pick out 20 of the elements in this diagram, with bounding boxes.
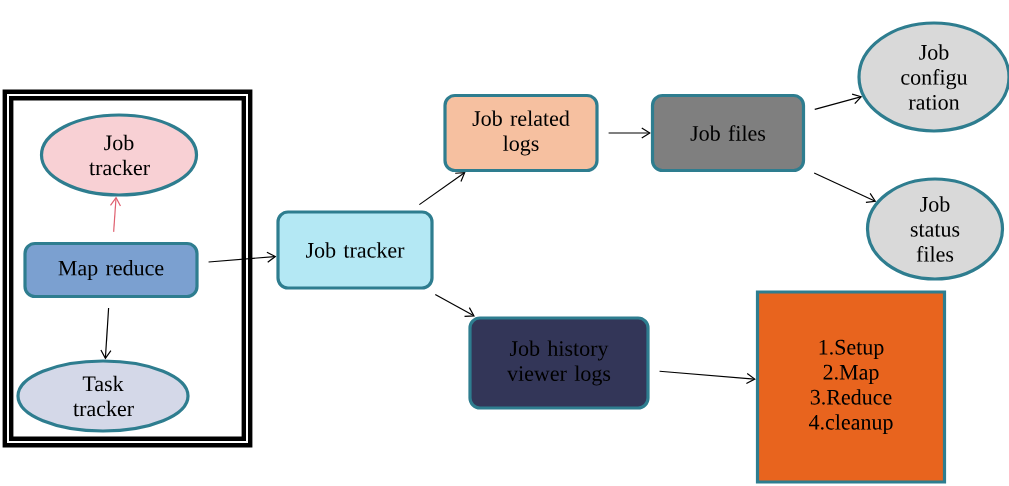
list-box: 1.Setup 2.Map 3.Reduce 4.cleanup	[755, 290, 947, 484]
arrow	[813, 172, 877, 204]
arrow	[100, 307, 112, 360]
ellipse-node: Job status files	[865, 177, 1005, 281]
ellipse-node: Task tracker	[16, 359, 190, 433]
process-box: Job tracker	[276, 210, 434, 290]
arrow	[608, 127, 651, 139]
arrow	[109, 196, 122, 233]
process-box: Job history viewer logs	[468, 316, 650, 410]
process-box: Map reduce	[23, 241, 199, 299]
arrow	[658, 370, 756, 385]
arrow	[434, 293, 475, 317]
process-box: Job files	[650, 93, 806, 173]
arrow	[207, 251, 277, 263]
ellipse-node: Job configu ration	[857, 21, 1009, 133]
ellipse-node: Job tracker	[39, 113, 199, 197]
arrow	[814, 93, 863, 110]
group-frame	[2, 89, 253, 448]
arrow	[418, 172, 466, 206]
process-box: Job related logs	[443, 93, 599, 173]
